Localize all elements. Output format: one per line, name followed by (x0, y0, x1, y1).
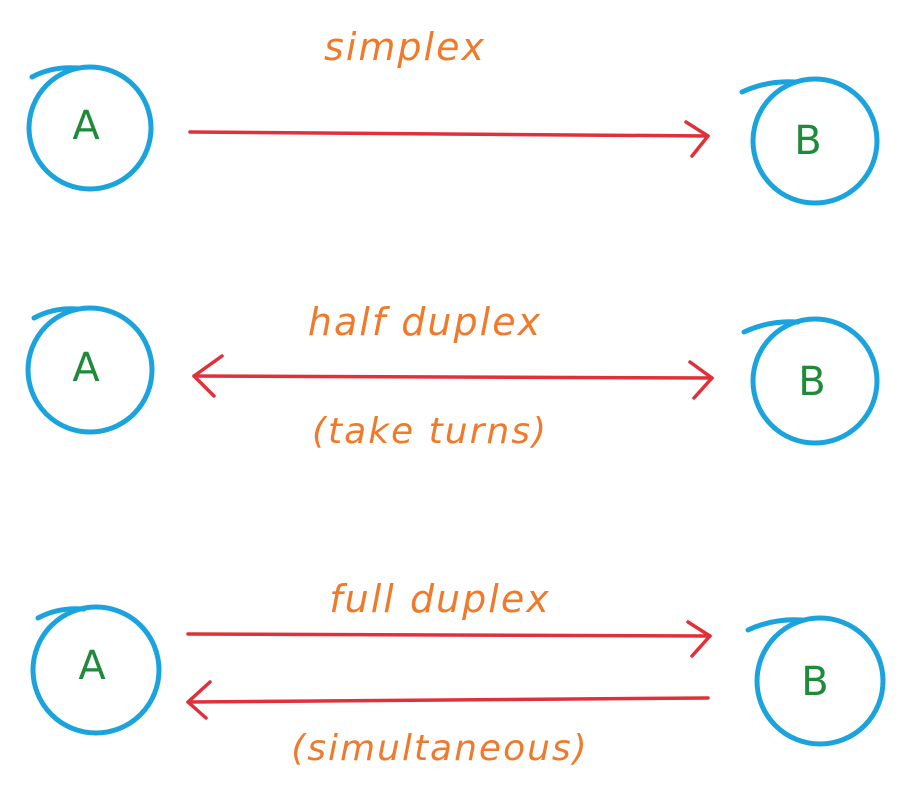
row-half-duplex: half duplex (take turns) A B (25, 300, 880, 452)
arrow-head (686, 620, 712, 658)
arrow-line (188, 130, 710, 138)
arrow-bidirectional (192, 354, 714, 400)
arrow-head (684, 120, 710, 158)
node-right: B (745, 615, 886, 747)
node-circle (25, 305, 155, 435)
node-circle (30, 604, 162, 736)
node-circle-tail (31, 306, 81, 321)
node-right: B (739, 76, 880, 206)
mode-note: (take turns) (312, 411, 548, 452)
node-circle-tail (745, 617, 805, 633)
mode-label: simplex (324, 25, 486, 69)
arrow-line (186, 632, 712, 638)
mode-label: half duplex (308, 300, 542, 344)
arrow-line (192, 374, 714, 380)
node-left: A (30, 604, 162, 736)
node-right: B (741, 316, 880, 446)
node-circle (26, 64, 154, 192)
arrow-head (186, 680, 212, 720)
node-circle-tail (741, 319, 801, 335)
node-circle-tail (35, 606, 87, 621)
arrow-forward (188, 120, 710, 158)
node-label: A (78, 643, 106, 689)
node-circle-tail (29, 65, 81, 80)
arrow-head-right (688, 360, 714, 400)
row-full-duplex: full duplex (simultaneous) A B (30, 577, 886, 769)
node-label: B (794, 118, 821, 164)
node-circle (754, 615, 886, 747)
arrow-backward (186, 680, 710, 720)
mode-note: (simultaneous) (291, 728, 588, 769)
arrow-forward (186, 620, 712, 658)
node-circle (750, 316, 880, 446)
node-circle (750, 76, 880, 206)
mode-label: full duplex (329, 577, 550, 621)
node-label: B (801, 659, 828, 705)
node-label: A (72, 103, 100, 149)
node-circle-tail (739, 79, 799, 95)
node-label: B (798, 359, 825, 405)
node-left: A (26, 64, 154, 192)
node-label: A (72, 345, 100, 391)
arrow-head-left (192, 354, 224, 398)
node-left: A (25, 305, 155, 435)
row-simplex: simplex A B (26, 25, 880, 206)
arrow-line (186, 696, 710, 704)
